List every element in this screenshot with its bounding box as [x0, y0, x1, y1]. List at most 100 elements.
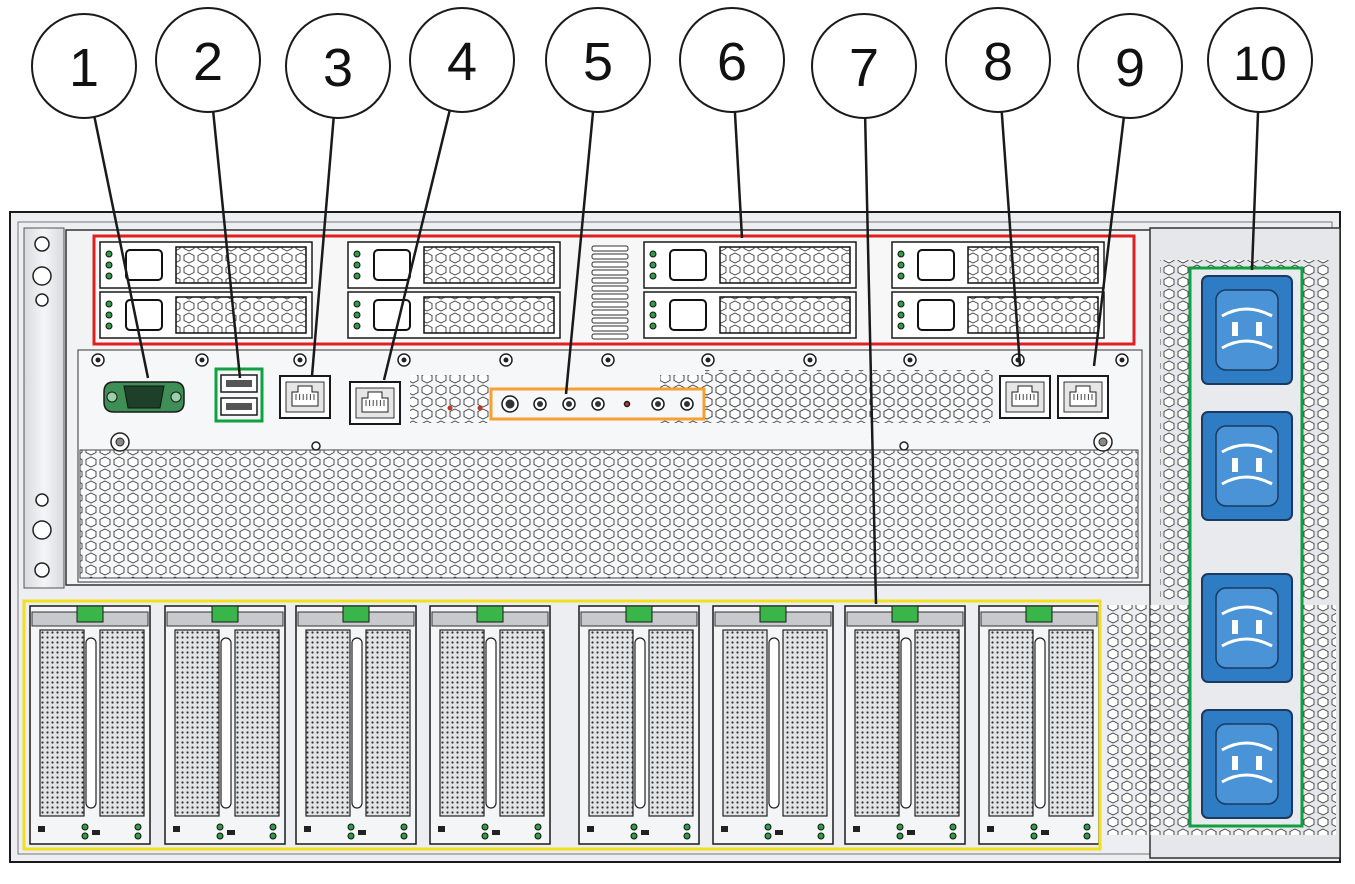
callout-10: 10 [1207, 7, 1313, 271]
callout-label: 9 [1115, 38, 1145, 98]
callout-label: 5 [583, 32, 613, 92]
drive-latch[interactable] [423, 296, 555, 334]
pcie-slot[interactable] [578, 605, 700, 845]
callout-circle [679, 7, 785, 113]
pcie-slot[interactable] [712, 605, 834, 845]
drive-bay[interactable] [347, 291, 561, 339]
pcie-latch[interactable] [759, 605, 787, 623]
callout-leader [211, 111, 242, 379]
callout-leader [564, 111, 595, 395]
callout-4: 4 [382, 7, 515, 381]
pinhole [899, 441, 909, 451]
drive-latch[interactable] [719, 296, 851, 334]
callout-circle [1207, 7, 1313, 113]
led-indicator-icon [562, 397, 576, 411]
power-inlet-icon[interactable] [1201, 411, 1293, 521]
drive-bay[interactable] [643, 291, 857, 339]
led-indicator-icon [447, 405, 453, 411]
network-port-b[interactable] [1057, 375, 1109, 419]
pcie-slot[interactable] [29, 605, 151, 845]
drive-latch[interactable] [719, 246, 851, 284]
pinhole [311, 441, 321, 451]
callout-circle [409, 7, 515, 113]
power-inlet-icon[interactable] [1201, 275, 1293, 385]
led-indicator-icon [651, 397, 665, 411]
drive-bay[interactable] [347, 241, 561, 289]
callout-circle [155, 7, 261, 113]
callout-leader [310, 117, 335, 377]
pcie-slot[interactable] [295, 605, 417, 845]
callout-3: 3 [285, 13, 391, 377]
network-port-a[interactable] [999, 375, 1051, 419]
screw [499, 353, 513, 367]
callout-label: 7 [849, 38, 879, 98]
pcie-card-slots [22, 599, 1102, 851]
screw [91, 353, 105, 367]
screw [601, 353, 615, 367]
power-inlet-icon[interactable] [1201, 709, 1293, 819]
serial-mgt-port[interactable] [279, 375, 331, 419]
callout-2: 2 [155, 7, 261, 379]
callout-circle [545, 7, 651, 113]
pcie-latch[interactable] [211, 605, 239, 623]
callout-6: 6 [679, 7, 785, 239]
thumb-screw [110, 432, 130, 452]
power-area [1106, 260, 1336, 835]
power-inlet-icon[interactable] [1201, 573, 1293, 683]
callout-5: 5 [545, 7, 651, 395]
pcie-slot[interactable] [429, 605, 551, 845]
pcie-slot[interactable] [978, 605, 1100, 845]
callout-circle [285, 13, 391, 119]
led-indicator-icon [477, 405, 483, 411]
pcie-latch[interactable] [625, 605, 653, 623]
pcie-latch[interactable] [342, 605, 370, 623]
callout-label: 8 [983, 32, 1013, 92]
pcie-latch[interactable] [1025, 605, 1053, 623]
drive-bay[interactable] [643, 241, 857, 289]
callout-label: 10 [1233, 38, 1286, 91]
pcie-latch[interactable] [76, 605, 104, 623]
callout-label: 2 [193, 32, 223, 92]
callout-leader [733, 111, 744, 239]
callout-leader [93, 116, 150, 379]
callout-circle [1077, 13, 1183, 119]
led-indicator-icon [680, 397, 694, 411]
screw [195, 353, 209, 367]
drive-latch[interactable] [175, 246, 307, 284]
drive-bay[interactable] [891, 291, 1105, 339]
pcie-slot[interactable] [844, 605, 966, 845]
drive-bay[interactable] [99, 241, 313, 289]
callout-1: 1 [31, 13, 150, 379]
callout-leader [1092, 117, 1126, 367]
led-indicator-icon [591, 397, 605, 411]
pcie-latch[interactable] [476, 605, 504, 623]
led-indicator-icon [623, 400, 631, 408]
drive-latch[interactable] [423, 246, 555, 284]
screw [803, 353, 817, 367]
led-indicator-icon [533, 397, 547, 411]
callout-leader [863, 117, 878, 605]
callout-9: 9 [1077, 13, 1183, 367]
rj45-ports [279, 375, 1109, 425]
drive-latch[interactable] [967, 246, 1099, 284]
callout-7: 7 [811, 13, 917, 605]
callout-circle [811, 13, 917, 119]
drive-latch[interactable] [967, 296, 1099, 334]
callout-leader [1000, 111, 1022, 367]
status-indicators [447, 387, 706, 421]
callout-leader [382, 110, 451, 381]
vga-connector-icon[interactable] [103, 381, 185, 413]
pcie-slot[interactable] [164, 605, 286, 845]
drive-vent-slots [591, 245, 629, 340]
screw [1115, 353, 1129, 367]
pcie-latch[interactable] [891, 605, 919, 623]
callout-8: 8 [945, 7, 1051, 367]
drive-bay[interactable] [891, 241, 1105, 289]
callout-label: 6 [717, 32, 747, 92]
callout-circle [945, 7, 1051, 113]
net-mgt-port[interactable] [349, 381, 401, 425]
drive-latch[interactable] [175, 296, 307, 334]
